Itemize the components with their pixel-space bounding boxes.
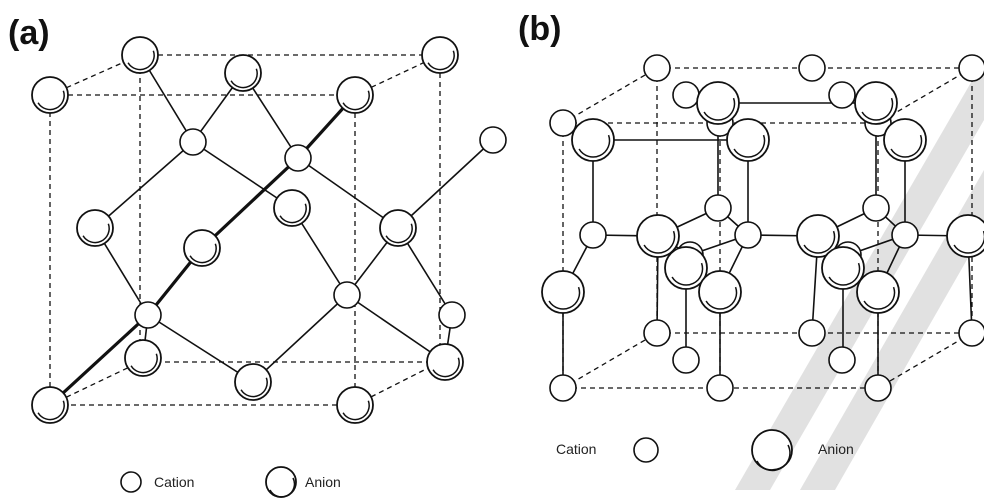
bond	[48, 313, 150, 407]
cation-atom	[579, 221, 607, 249]
legend-b	[633, 429, 793, 472]
cation-atom	[672, 346, 700, 374]
cell-edge	[562, 332, 658, 389]
anion-atom	[796, 214, 840, 258]
cation-atom	[643, 54, 671, 82]
anion-atom	[273, 189, 311, 227]
legend-cation-symbol	[120, 471, 142, 493]
bond	[397, 139, 494, 229]
bond	[94, 141, 194, 229]
anion-atom	[541, 270, 585, 314]
anion-atom	[379, 209, 417, 247]
panel-a-label: (a)	[8, 14, 50, 52]
cation-atom	[862, 194, 890, 222]
cation-atom	[891, 221, 919, 249]
anion-atom	[183, 229, 221, 267]
legend-cation-symbol	[633, 437, 659, 463]
cation-atom	[643, 319, 671, 347]
anion-atom	[121, 36, 159, 74]
cation-atom	[798, 319, 826, 347]
cell-edge	[877, 332, 973, 389]
legend-a	[120, 466, 297, 498]
anion-atom	[821, 246, 865, 290]
bond	[297, 157, 399, 229]
bond	[147, 314, 254, 383]
cell-edge	[562, 67, 658, 124]
legend-a-cation-label: Cation	[154, 474, 195, 490]
cation-atom	[479, 126, 507, 154]
anion-atom	[636, 214, 680, 258]
anion-atom	[664, 246, 708, 290]
anion-atom	[856, 270, 900, 314]
bond	[346, 294, 446, 363]
cell-edge	[49, 361, 141, 406]
cation-atom	[704, 194, 732, 222]
anion-atom	[426, 343, 464, 381]
atoms	[31, 36, 507, 424]
cation-atom	[828, 81, 856, 109]
anion-atom	[854, 81, 898, 125]
anion-atom	[726, 118, 770, 162]
bonds	[48, 54, 494, 407]
cell-edge	[354, 361, 441, 406]
anion-atom	[224, 54, 262, 92]
cation-atom	[864, 374, 892, 402]
cell-edge	[354, 54, 441, 96]
anion-atom	[698, 270, 742, 314]
cation-atom	[179, 128, 207, 156]
cation-atom	[549, 374, 577, 402]
anion-atom	[421, 36, 459, 74]
anion-atom	[31, 76, 69, 114]
cation-atom	[672, 81, 700, 109]
cation-atom	[958, 54, 984, 82]
bond	[200, 156, 300, 250]
legend-b-cation-label: Cation	[556, 441, 597, 457]
wurtzite-structure	[541, 54, 984, 402]
anion-atom	[336, 76, 374, 114]
cation-atom	[706, 374, 734, 402]
cation-atom	[134, 301, 162, 329]
cation-atom	[333, 281, 361, 309]
anion-atom	[76, 209, 114, 247]
anion-atom	[883, 118, 927, 162]
anion-atom	[234, 363, 272, 401]
cation-atom	[958, 319, 984, 347]
cation-atom	[734, 221, 762, 249]
anion-atom	[571, 118, 615, 162]
panel-b-label: (b)	[518, 10, 562, 48]
anion-atom	[946, 214, 984, 258]
bond	[252, 294, 348, 383]
cation-atom	[438, 301, 466, 329]
legend-b-anion-label: Anion	[818, 441, 854, 457]
cation-atom	[549, 109, 577, 137]
anion-atom	[31, 386, 69, 424]
anion-atom	[336, 386, 374, 424]
anion-atom	[124, 339, 162, 377]
anion-atom	[696, 81, 740, 125]
legend-a-anion-label: Anion	[305, 474, 341, 490]
cation-atom	[284, 144, 312, 172]
zinc-blende-structure	[31, 36, 507, 424]
bond	[192, 141, 293, 209]
cation-atom	[828, 346, 856, 374]
cation-atom	[798, 54, 826, 82]
atoms	[541, 54, 984, 402]
